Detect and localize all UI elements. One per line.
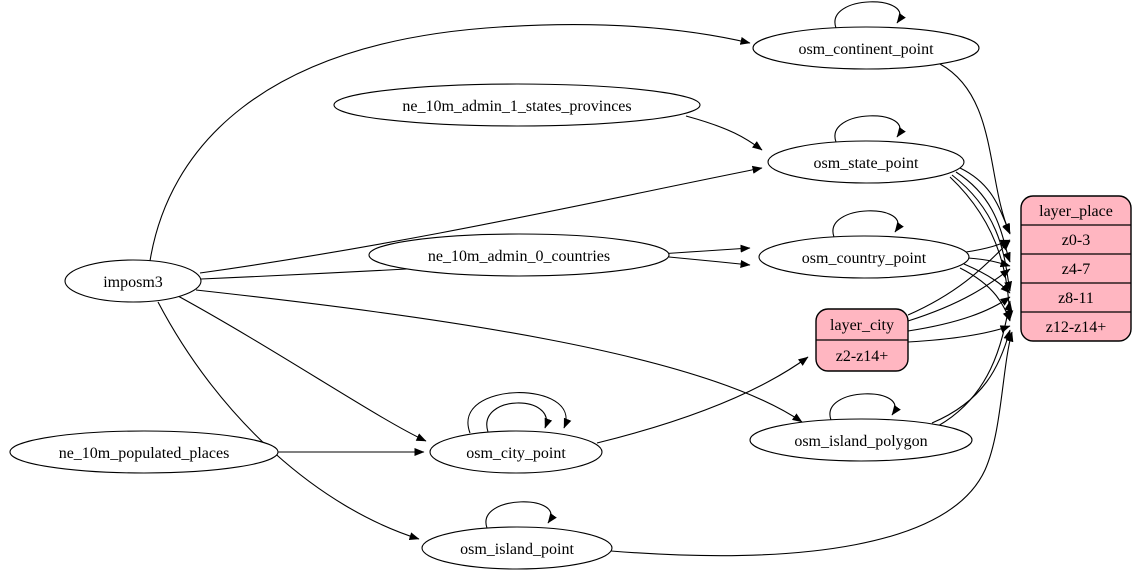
- edge-osm_city_point-layer_city-z2-z14: [596, 356, 809, 444]
- osm_island_polygon-label: osm_island_polygon: [794, 433, 927, 450]
- layer_city-title: layer_city: [830, 317, 894, 334]
- ne_10m_admin_1_states_provinces-label: ne_10m_admin_1_states_provinces: [402, 98, 631, 115]
- self-loop-osm_island_point: [485, 501, 557, 529]
- ne_10m_admin_0_countries-ellipse: [368, 233, 670, 277]
- layer_place-row-z4-7: z4-7: [1062, 261, 1090, 278]
- osm_continent_point-ellipse: [752, 26, 980, 70]
- edge-ne_10m_admin_0_countries-osm_country_point: [668, 256, 751, 268]
- osm_country_point-label: osm_country_point: [802, 250, 927, 267]
- node-ne_10m_admin_0_countries: ne_10m_admin_0_countries: [368, 233, 670, 277]
- node-osm_island_point: osm_island_point: [421, 526, 613, 570]
- ne_10m_populated_places-ellipse: [9, 430, 279, 474]
- node-ne_10m_admin_1_states_provinces: ne_10m_admin_1_states_provinces: [333, 83, 701, 127]
- osm_city_point-label: osm_city_point: [466, 445, 566, 462]
- edge-imposm3-osm_state_point: [199, 165, 763, 274]
- node-layer_place: layer_place z0-3 z4-7 z8-11 z12-z14+: [1020, 195, 1132, 342]
- osm_island_point-label: osm_island_point: [460, 541, 574, 558]
- osm_country_point-ellipse: [758, 235, 970, 279]
- node-osm_state_point: osm_state_point: [767, 140, 965, 184]
- edge-layer_city-layer_place-z0-3: [907, 240, 1011, 316]
- node-osm_country_point: osm_country_point: [758, 235, 970, 279]
- layer_place-box: [1020, 195, 1132, 342]
- edge-imposm3-osm_city_point: [177, 295, 427, 442]
- edge-layer_city-layer_place-z8-11: [907, 296, 1011, 332]
- edge-osm_country_point-layer_place-z12-z14: [959, 267, 1011, 322]
- edge-imposm3-osm_island_polygon: [195, 289, 803, 423]
- ne_10m_admin_0_countries-label: ne_10m_admin_0_countries: [428, 248, 610, 265]
- osm_state_point-ellipse: [767, 140, 965, 184]
- node-osm_island_polygon: osm_island_polygon: [749, 418, 973, 462]
- self-loop-osm_state_point: [834, 115, 906, 143]
- self-loop-osm_continent_point: [834, 1, 906, 29]
- self-loop-osm_city_point-outer: [467, 392, 572, 434]
- edge-osm_continent_point-layer_place-z0-3: [939, 63, 1011, 235]
- ne_10m_populated_places-label: ne_10m_populated_places: [59, 445, 230, 462]
- imposm3-label: imposm3: [103, 274, 163, 291]
- layer_place-title: layer_place: [1039, 203, 1113, 220]
- self-loop-osm_city_point-inner: [486, 402, 553, 433]
- edge-imposm3-osm_island_point: [157, 301, 420, 540]
- layer_place-row-z12-z14: z12-z14+: [1046, 319, 1107, 336]
- node-ne_10m_populated_places: ne_10m_populated_places: [9, 430, 279, 474]
- edge-osm_state_point-layer_place-z0-3: [959, 167, 1011, 234]
- edge-layer_city-layer_place-z4-7: [907, 268, 1011, 322]
- layer_place-row-z8-11: z8-11: [1058, 290, 1094, 307]
- node-osm_continent_point: osm_continent_point: [752, 26, 980, 70]
- layer_city-row-z2-z14: z2-z14+: [836, 348, 889, 365]
- edge-osm_state_point-layer_place-z8-11: [951, 174, 1013, 292]
- node-layer_city: layer_city z2-z14+: [815, 308, 909, 372]
- osm_city_point-ellipse: [429, 430, 603, 474]
- edge-osm_state_point-layer_place-z4-7: [955, 171, 1011, 263]
- osm_island_polygon-ellipse: [749, 418, 973, 462]
- self-loop-osm_country_point: [832, 210, 904, 238]
- edge-osm_island_polygon-layer_place-z12-z14: [931, 329, 1012, 424]
- edge-osm_island_polygon-layer_place-z8-11: [937, 300, 1013, 427]
- edge-osm_island_point-layer_place-z12-z14: [610, 331, 1014, 557]
- ne_10m_admin_1_states_provinces-ellipse: [333, 83, 701, 127]
- edge-layer_city-layer_place-z12-z14: [907, 325, 1011, 343]
- osm_state_point-label: osm_state_point: [814, 155, 919, 172]
- self-loop-osm_island_polygon: [829, 393, 901, 421]
- node-imposm3: imposm3: [64, 259, 202, 303]
- imposm3-ellipse: [64, 259, 202, 303]
- edge-osm_country_point-layer_place-z0-3: [965, 239, 1011, 253]
- osm_continent_point-label: osm_continent_point: [798, 41, 934, 58]
- node-osm_city_point: osm_city_point: [429, 430, 603, 474]
- edge-osm_country_point-layer_place-z4-7: [967, 257, 1011, 268]
- layer_place-row-z0-3: z0-3: [1062, 232, 1090, 249]
- osm_island_point-ellipse: [421, 526, 613, 570]
- edge-imposm3-osm_continent_point: [149, 24, 751, 262]
- edge-ne_10m_admin_1_states_provinces-osm_state_point: [685, 115, 763, 151]
